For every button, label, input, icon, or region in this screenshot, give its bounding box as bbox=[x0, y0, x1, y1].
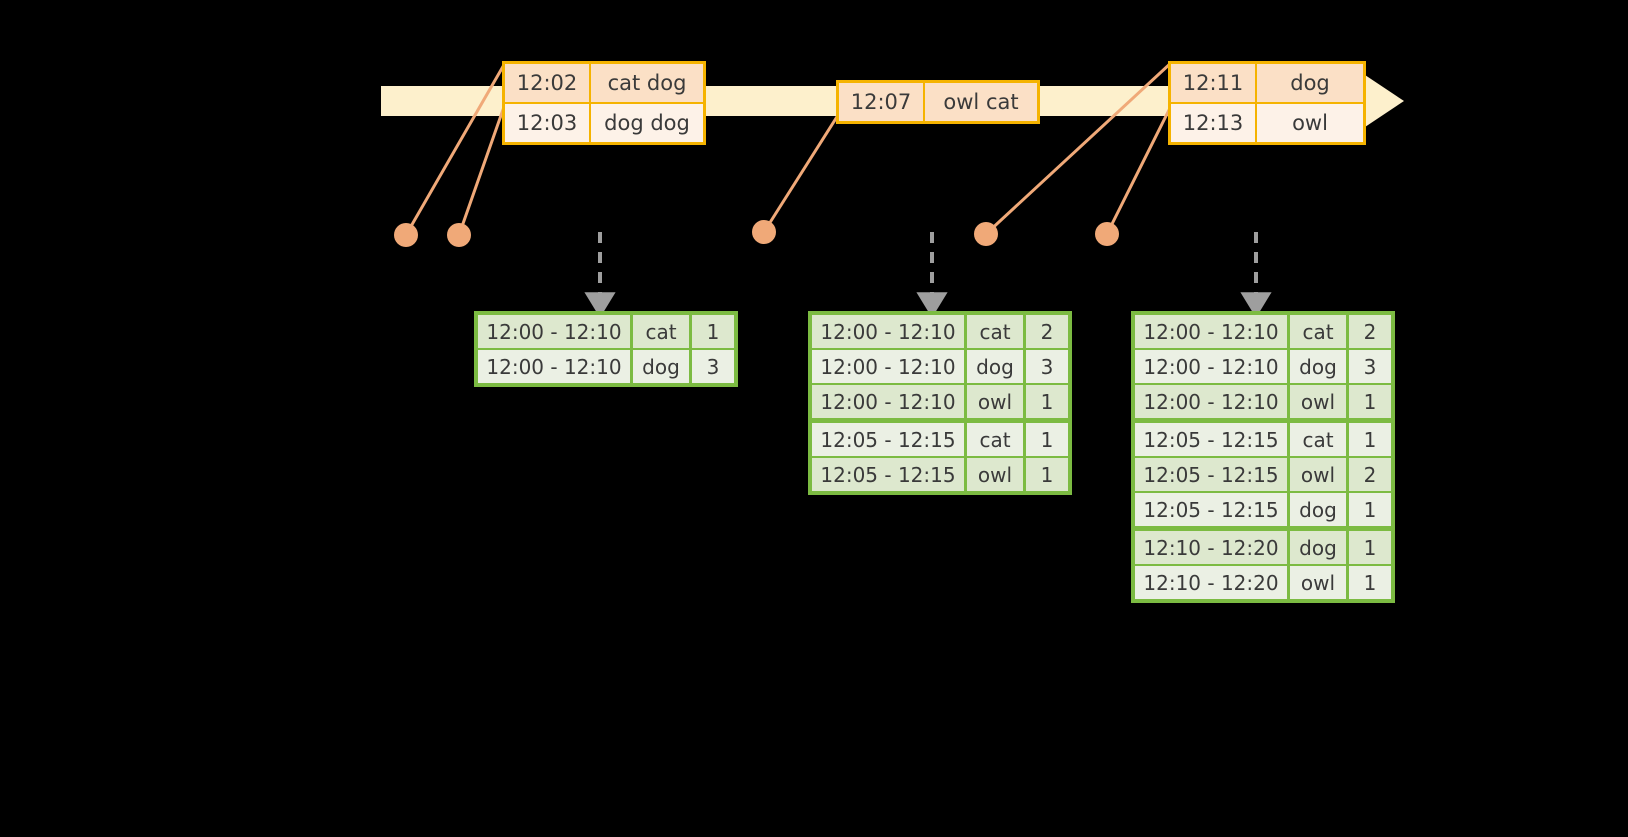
event-time: 12:02 bbox=[505, 64, 591, 102]
event-box-1: 12:02 cat dog 12:03 dog dog bbox=[502, 61, 706, 145]
window-cell: 12:00 - 12:10 bbox=[1135, 315, 1287, 348]
timeline-arrowhead-icon bbox=[1362, 73, 1404, 129]
trigger-dots bbox=[394, 220, 1119, 247]
window-cell: 12:00 - 12:10 bbox=[478, 350, 630, 383]
word-cell: dog bbox=[633, 350, 689, 383]
window-cell: 12:00 - 12:10 bbox=[812, 350, 964, 383]
event-time: 12:07 bbox=[839, 83, 925, 121]
event-time: 12:11 bbox=[1171, 64, 1257, 102]
event-words: owl bbox=[1292, 111, 1328, 135]
window-cell: 12:05 - 12:15 bbox=[1135, 423, 1287, 456]
window-cell: 12:00 - 12:10 bbox=[812, 315, 964, 348]
event-time: 12:03 bbox=[505, 104, 591, 142]
connector-line-3 bbox=[762, 111, 842, 233]
trigger-dot-4 bbox=[974, 222, 998, 246]
event-box-3: 12:11 dog 12:13 owl bbox=[1168, 61, 1366, 145]
word-cell: cat bbox=[633, 315, 689, 348]
event-words: owl cat bbox=[943, 90, 1019, 114]
word-cell: owl bbox=[1290, 385, 1346, 418]
count-cell: 1 bbox=[1349, 493, 1391, 526]
event-row: 12:02 cat dog bbox=[505, 64, 703, 104]
trigger-dot-5 bbox=[1095, 222, 1119, 246]
count-cell: 3 bbox=[1026, 350, 1068, 383]
window-cell: 12:00 - 12:10 bbox=[812, 385, 964, 418]
window-cell: 12:10 - 12:20 bbox=[1135, 531, 1287, 564]
count-cell: 1 bbox=[1349, 566, 1391, 599]
word-cell: dog bbox=[1290, 493, 1346, 526]
event-words: dog bbox=[1290, 71, 1330, 95]
count-cell: 2 bbox=[1349, 458, 1391, 491]
event-row: 12:11 dog bbox=[1171, 64, 1363, 104]
window-cell: 12:00 - 12:10 bbox=[1135, 350, 1287, 383]
trigger-dot-1 bbox=[394, 223, 418, 247]
count-cell: 1 bbox=[1349, 385, 1391, 418]
window-cell: 12:05 - 12:15 bbox=[812, 458, 964, 491]
connector-line-2 bbox=[457, 103, 507, 236]
dashed-arrows bbox=[584, 232, 1272, 318]
word-cell: cat bbox=[967, 423, 1023, 456]
event-words: dog dog bbox=[604, 111, 690, 135]
event-row: 12:03 dog dog bbox=[505, 104, 703, 142]
count-cell: 1 bbox=[692, 315, 734, 348]
word-cell: dog bbox=[1290, 350, 1346, 383]
count-cell: 2 bbox=[1026, 315, 1068, 348]
count-cell: 1 bbox=[1349, 423, 1391, 456]
event-row: 12:13 owl bbox=[1171, 104, 1363, 142]
window-cell: 12:05 - 12:15 bbox=[1135, 458, 1287, 491]
window-cell: 12:00 - 12:10 bbox=[478, 315, 630, 348]
word-cell: cat bbox=[1290, 315, 1346, 348]
count-cell: 1 bbox=[1026, 385, 1068, 418]
trigger-dot-3 bbox=[752, 220, 776, 244]
count-cell: 1 bbox=[1026, 458, 1068, 491]
trigger-dot-2 bbox=[447, 223, 471, 247]
event-words: cat dog bbox=[607, 71, 687, 95]
count-cell: 2 bbox=[1349, 315, 1391, 348]
window-cell: 12:05 - 12:15 bbox=[1135, 493, 1287, 526]
word-cell: dog bbox=[1290, 531, 1346, 564]
word-cell: cat bbox=[967, 315, 1023, 348]
connector-line-5 bbox=[1105, 103, 1174, 235]
count-cell: 1 bbox=[1349, 531, 1391, 564]
event-time: 12:13 bbox=[1171, 104, 1257, 142]
count-cell: 3 bbox=[1349, 350, 1391, 383]
word-cell: cat bbox=[1290, 423, 1346, 456]
word-cell: owl bbox=[967, 458, 1023, 491]
window-cell: 12:10 - 12:20 bbox=[1135, 566, 1287, 599]
window-cell: 12:00 - 12:10 bbox=[1135, 385, 1287, 418]
window-cell: 12:05 - 12:15 bbox=[812, 423, 964, 456]
word-cell: owl bbox=[1290, 566, 1346, 599]
word-cell: dog bbox=[967, 350, 1023, 383]
word-cell: owl bbox=[967, 385, 1023, 418]
event-row: 12:07 owl cat bbox=[839, 83, 1037, 121]
word-cell: owl bbox=[1290, 458, 1346, 491]
count-cell: 3 bbox=[692, 350, 734, 383]
event-box-2: 12:07 owl cat bbox=[836, 80, 1040, 124]
count-cell: 1 bbox=[1026, 423, 1068, 456]
